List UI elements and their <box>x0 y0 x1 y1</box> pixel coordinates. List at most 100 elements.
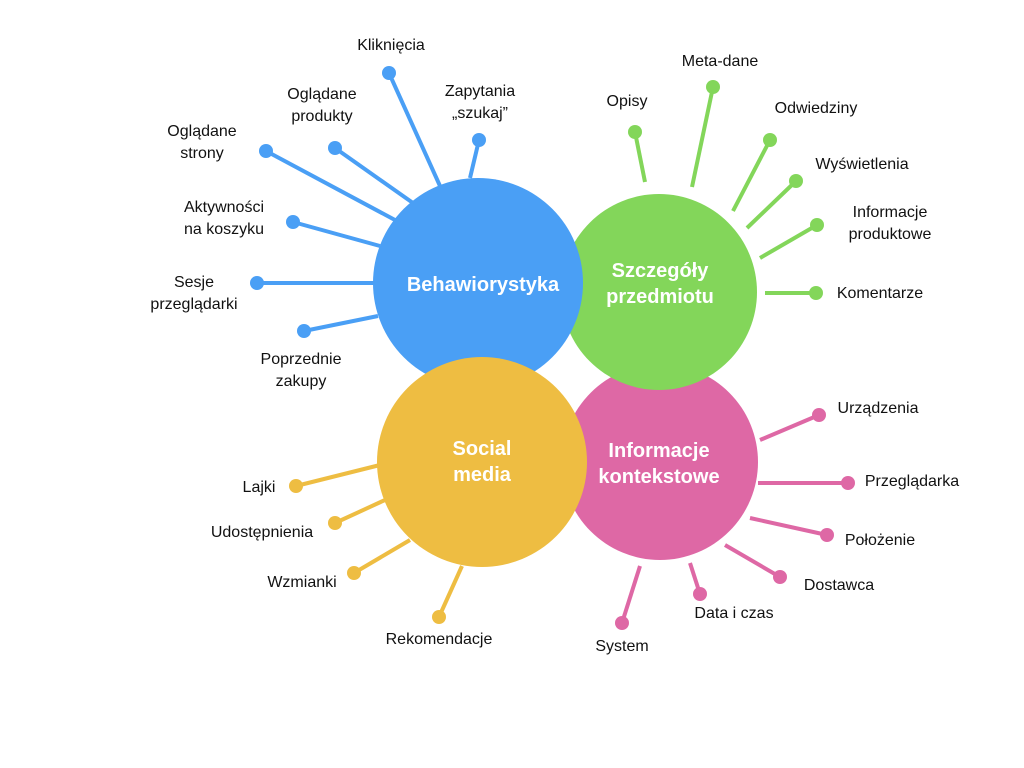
branch-product <box>628 125 647 183</box>
hub-label-product: Szczegóły przedmiotu <box>606 260 714 308</box>
branch-label: Przeglądarka <box>865 473 959 490</box>
branch-social <box>347 538 412 580</box>
branch-label: Aktywności na koszyku <box>184 199 264 238</box>
branch-label: Lajki <box>243 479 276 496</box>
branch-label-line: System <box>595 638 648 655</box>
node-dot <box>789 174 803 188</box>
connector-line <box>295 463 381 488</box>
branch-label-line: na koszyku <box>184 221 264 238</box>
node-dot <box>328 141 342 155</box>
hub-label-product-line: Szczegóły <box>612 260 710 282</box>
branch-social <box>328 498 386 530</box>
hub-circle-product <box>561 194 757 390</box>
branch-product <box>765 286 823 300</box>
hub-label-context-line: kontekstowe <box>598 466 719 488</box>
branch-label-line: Dostawca <box>804 577 874 594</box>
node-dot <box>812 408 826 422</box>
connector-line <box>334 498 386 525</box>
connector-line <box>745 179 798 230</box>
branch-label-line: Przeglądarka <box>865 473 959 490</box>
connector-line <box>723 543 782 579</box>
connector-line <box>633 131 647 183</box>
connector-line <box>437 565 464 618</box>
branch-label: Meta-dane <box>682 53 759 70</box>
hub-label-social-line: Social <box>453 438 512 460</box>
branch-label-line: Wzmianki <box>267 574 336 591</box>
hub-label-social-line: media <box>453 464 512 486</box>
connector-line <box>758 223 819 260</box>
branch-social <box>289 463 381 493</box>
branch-context <box>749 516 834 542</box>
connector-line <box>620 565 642 624</box>
hub-circle-social <box>377 357 587 567</box>
node-dot <box>250 276 264 290</box>
branch-label-line: Aktywności <box>184 199 264 216</box>
connector-line <box>690 86 715 188</box>
node-dot <box>628 125 642 139</box>
connector-line <box>303 314 379 333</box>
node-dot <box>259 144 273 158</box>
node-dot <box>809 286 823 300</box>
branch-label-line: strony <box>180 145 224 162</box>
branch-context <box>759 408 826 442</box>
connector-line <box>387 72 442 187</box>
branch-label: Data i czas <box>694 605 773 622</box>
connector-line <box>759 413 820 442</box>
branch-behavior <box>297 314 379 338</box>
branch-label-line: zakupy <box>276 373 327 390</box>
branch-product <box>731 133 777 212</box>
branch-label-line: Data i czas <box>694 605 773 622</box>
node-dot <box>693 587 707 601</box>
branch-behavior <box>250 276 375 290</box>
node-dot <box>706 80 720 94</box>
branch-label-line: „szukaj” <box>452 105 508 122</box>
branch-context <box>758 476 855 490</box>
connector-line <box>265 149 396 222</box>
hub-label-product-line: przedmiotu <box>606 286 714 308</box>
branch-context <box>688 562 707 601</box>
branch-label-line: Poprzednie <box>261 351 342 368</box>
connector-line <box>749 516 828 537</box>
node-dot <box>615 616 629 630</box>
hub-label-social: Social media <box>453 438 512 486</box>
node-dot <box>810 218 824 232</box>
node-dot <box>289 479 303 493</box>
connector-line <box>292 220 381 248</box>
connector-line <box>731 139 772 212</box>
hub-label-context-line: Informacje <box>608 440 709 462</box>
branch-label: Zapytania„szukaj” <box>445 83 515 122</box>
node-dot <box>820 528 834 542</box>
node-dot <box>773 570 787 584</box>
branch-product <box>690 80 720 188</box>
node-dot <box>841 476 855 490</box>
branch-behavior <box>382 66 442 187</box>
node-dot <box>432 610 446 624</box>
branch-label-line: Wyświetlenia <box>815 156 908 173</box>
hub-circle-behavior <box>373 178 583 388</box>
branch-label-line: Urządzenia <box>838 400 919 417</box>
branch-label: Komentarze <box>837 285 923 302</box>
node-dot <box>347 566 361 580</box>
branch-label: Urządzenia <box>838 400 919 417</box>
branch-label: Położenie <box>845 532 915 549</box>
branch-label: Poprzednie zakupy <box>261 351 342 390</box>
hub-label-context: Informacje kontekstowe <box>598 440 719 488</box>
branch-label: Kliknięcia <box>357 37 425 54</box>
branch-product <box>758 218 824 260</box>
branch-product <box>745 174 803 230</box>
branch-label-line: Udostępnienia <box>211 524 313 541</box>
branch-label-line: Kliknięcia <box>357 37 425 54</box>
node-dot <box>763 133 777 147</box>
branch-label-line: Opisy <box>607 93 648 110</box>
branch-label-line: Komentarze <box>837 285 923 302</box>
branch-label-line: Sesje <box>174 274 214 291</box>
hub-label-behavior-line: Behawiorystyka <box>407 274 560 296</box>
node-dot <box>382 66 396 80</box>
branch-behavior <box>286 215 381 248</box>
branch-label-line: Odwiedziny <box>775 100 858 117</box>
branch-label-line: produkty <box>291 108 352 125</box>
branch-label-line: Informacje <box>853 204 928 221</box>
